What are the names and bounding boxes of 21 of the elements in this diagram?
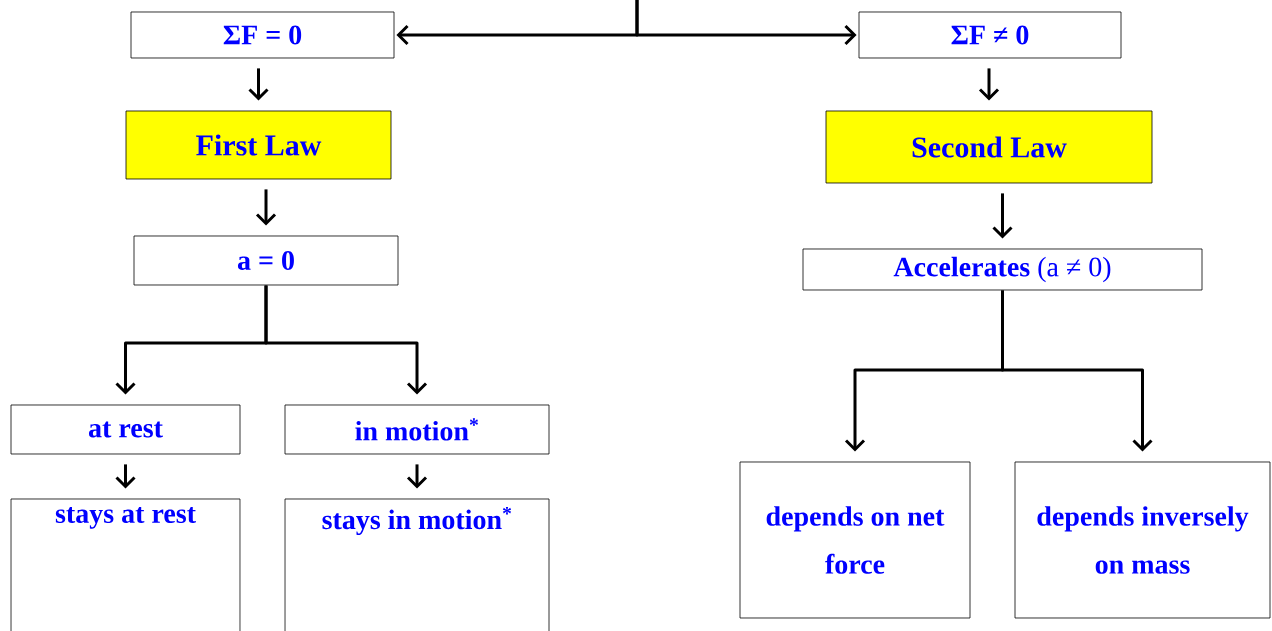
text-box: depends on net force [739,461,971,619]
arrow [992,193,1013,239]
law-box: Second Law [825,110,1153,184]
text-box: at rest [10,404,241,455]
arrow [1001,290,1153,452]
arrow [635,0,857,46]
text-box: ΣF = 0 [130,11,395,59]
arrow [978,68,1000,101]
arrow [406,464,428,489]
text-box: in motion$^{*}$ [284,404,550,455]
text-box: ΣF ≠ 0 [858,11,1122,59]
arrow [115,464,136,489]
text-box: stays in motion$^{*}$ [284,498,550,631]
arrow [264,285,428,395]
arrow [255,189,277,226]
text-box: a = 0 [133,235,399,286]
text-box: Accelerates (a ≠ 0) [802,248,1203,291]
law-box: First Law [125,110,392,180]
arrow [248,68,269,101]
text-box: depends inversely on mass [1014,461,1271,619]
text-box: stays at rest [10,498,241,631]
